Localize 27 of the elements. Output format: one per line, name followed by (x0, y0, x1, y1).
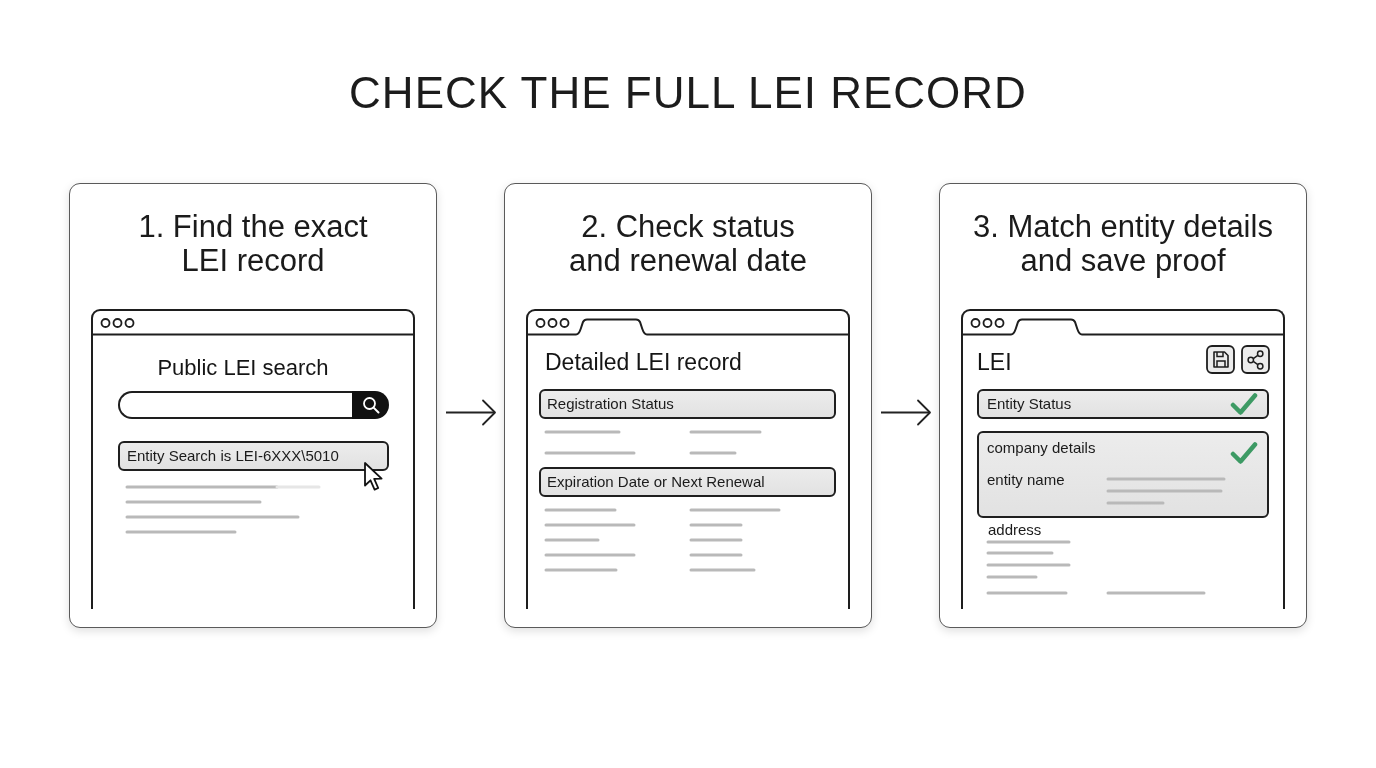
field-label: entity name (987, 470, 1065, 490)
arrow (880, 399, 931, 426)
field-label: Entity Search is LEI-6XXX\5010 (127, 446, 339, 466)
page-heading: Public LEI search (157, 355, 329, 381)
step-card (939, 183, 1307, 628)
step-heading: 3. Match entity details and save proof (972, 210, 1274, 278)
page-heading: Detailed LEI record (545, 349, 742, 375)
field-label: company details (987, 438, 1096, 458)
field-label: Registration Status (547, 394, 674, 414)
step-card (504, 183, 872, 628)
record-field-row (977, 389, 1269, 419)
record-field-row (539, 467, 836, 497)
search-result-row (118, 441, 389, 471)
page-heading: LEI (977, 349, 1012, 375)
field-label: address (988, 520, 1042, 540)
step-heading: 2. Check status and renewal date (568, 210, 808, 278)
diagram-title: CHECK THE FULL LEI RECORD (349, 67, 1027, 119)
field-label: Expiration Date or Next Renewal (547, 472, 765, 492)
field-label: Entity Status (987, 394, 1072, 414)
details-panel (977, 431, 1269, 518)
arrow (445, 399, 496, 426)
browser-window (961, 309, 1285, 609)
browser-window (526, 309, 850, 609)
step-heading: 1. Find the exact LEI record (137, 210, 369, 278)
record-field-row (539, 389, 836, 419)
browser-window (91, 309, 415, 609)
step-card (69, 183, 437, 628)
